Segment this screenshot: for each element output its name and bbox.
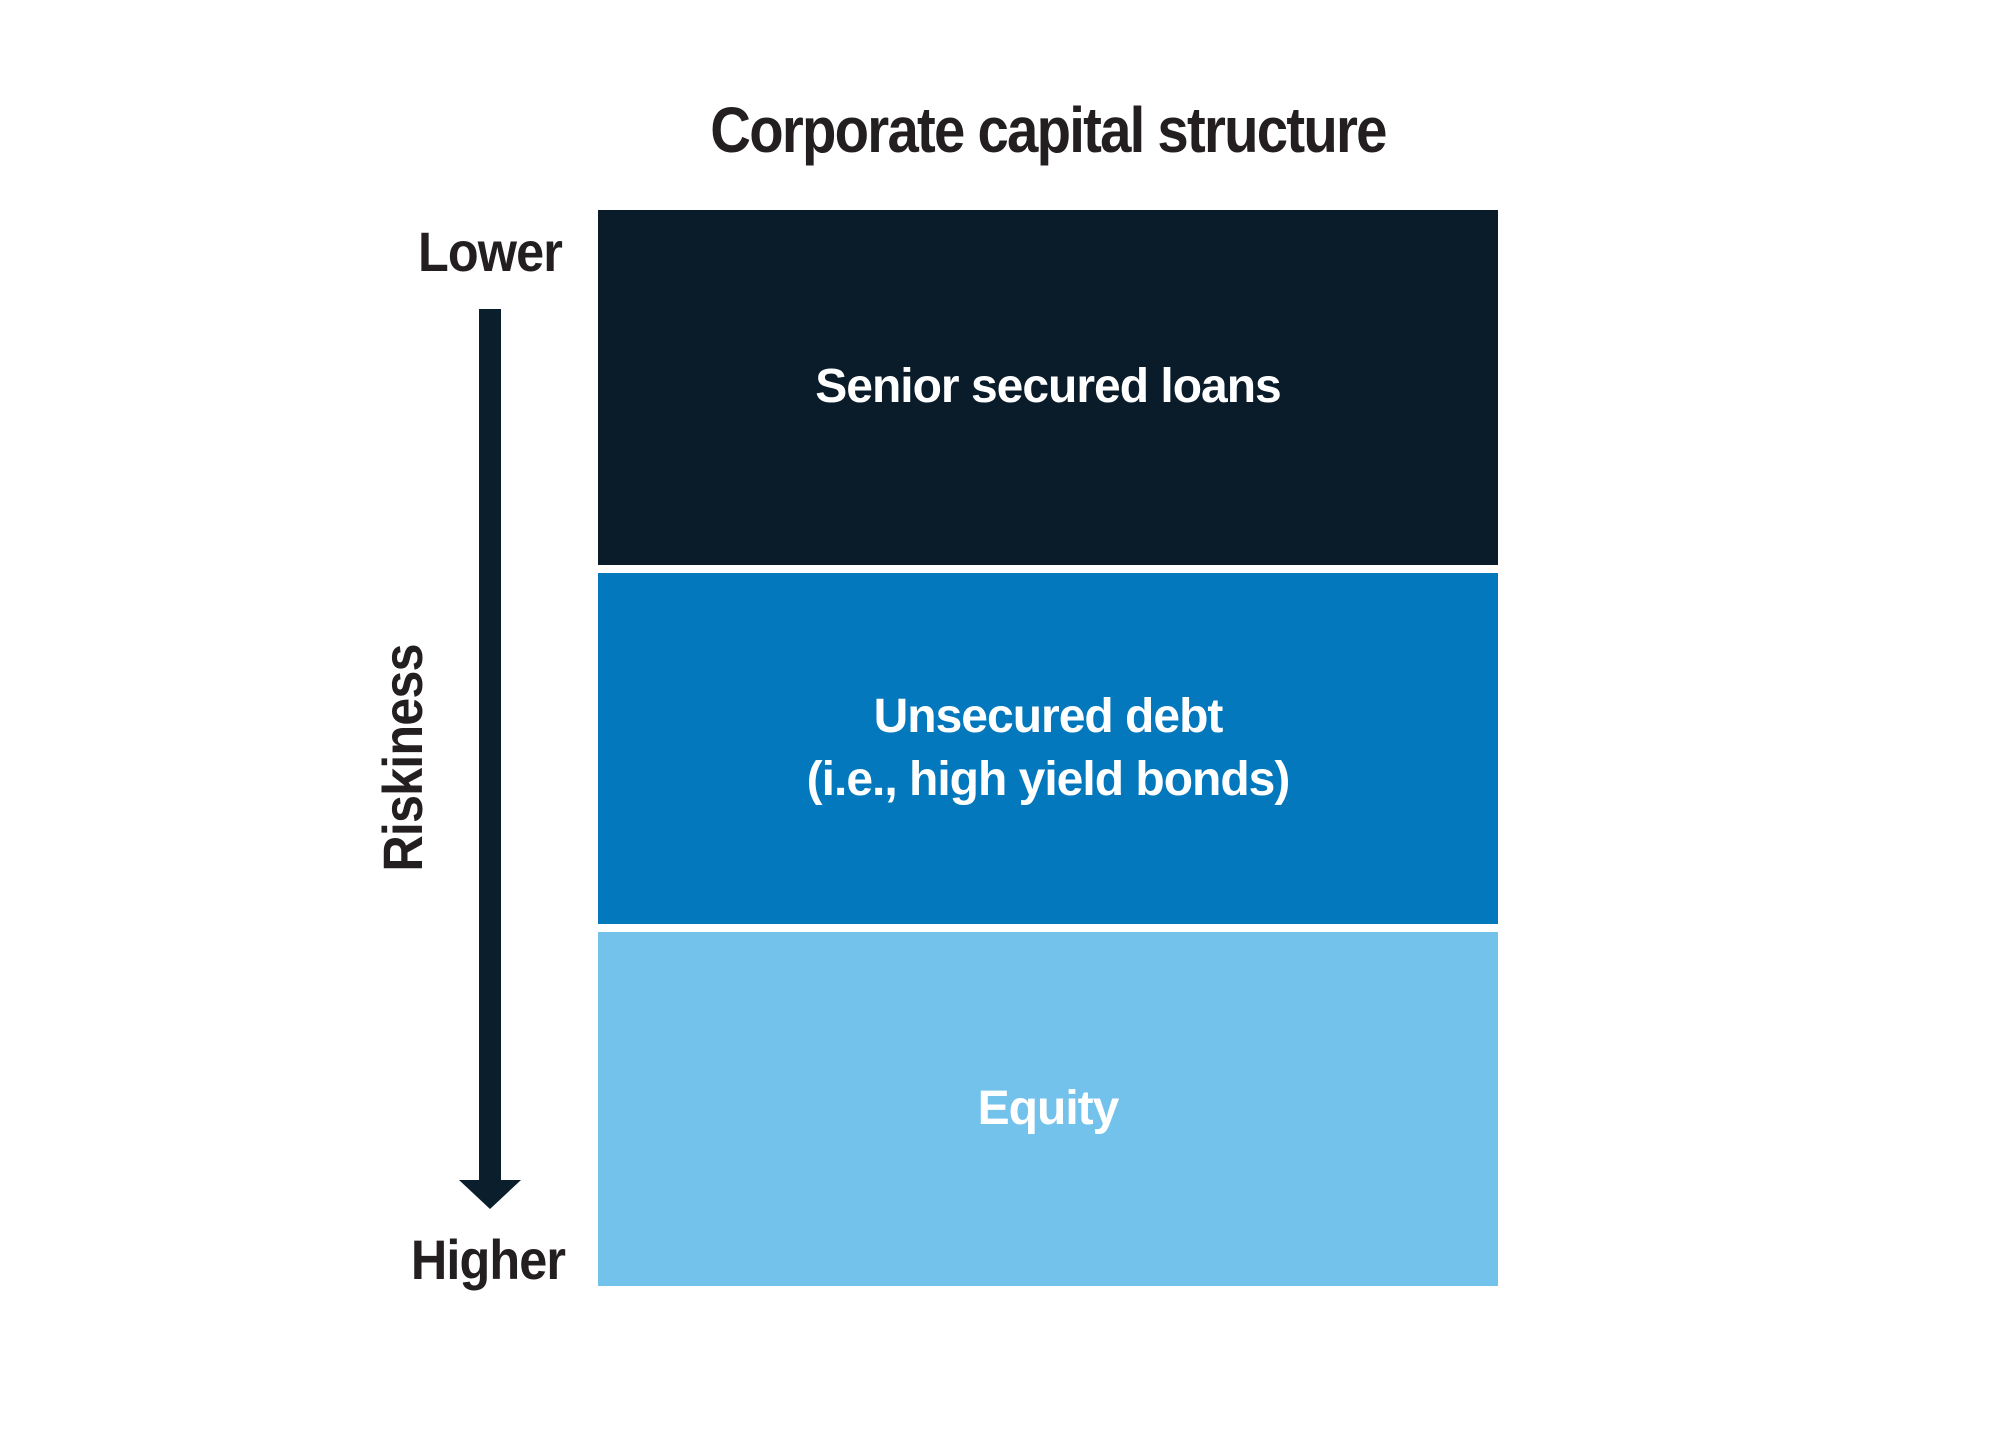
block-equity-label: Equity bbox=[977, 1081, 1120, 1135]
block-senior-secured-loans: Senior secured loans bbox=[598, 210, 1498, 565]
risk-axis-higher-label: Higher bbox=[410, 1228, 566, 1291]
capital-stack: Senior secured loans Unsecured debt (i.e… bbox=[598, 210, 1498, 1286]
block-senior-secured-loans-label: Senior secured loans bbox=[815, 360, 1282, 414]
risk-axis-lower-label: Lower bbox=[418, 220, 563, 283]
diagram-title: Corporate capital structure bbox=[710, 94, 1387, 166]
block-unsecured-debt: Unsecured debt (i.e., high yield bonds) bbox=[598, 573, 1498, 924]
riskiness-arrow-shaft bbox=[479, 309, 501, 1180]
block-unsecured-debt-sublabel: (i.e., high yield bonds) bbox=[806, 752, 1291, 806]
block-unsecured-debt-label: Unsecured debt bbox=[873, 690, 1224, 744]
riskiness-arrow-head-icon bbox=[459, 1180, 521, 1209]
risk-axis-title: Riskiness bbox=[371, 644, 434, 872]
block-equity: Equity bbox=[598, 932, 1498, 1286]
